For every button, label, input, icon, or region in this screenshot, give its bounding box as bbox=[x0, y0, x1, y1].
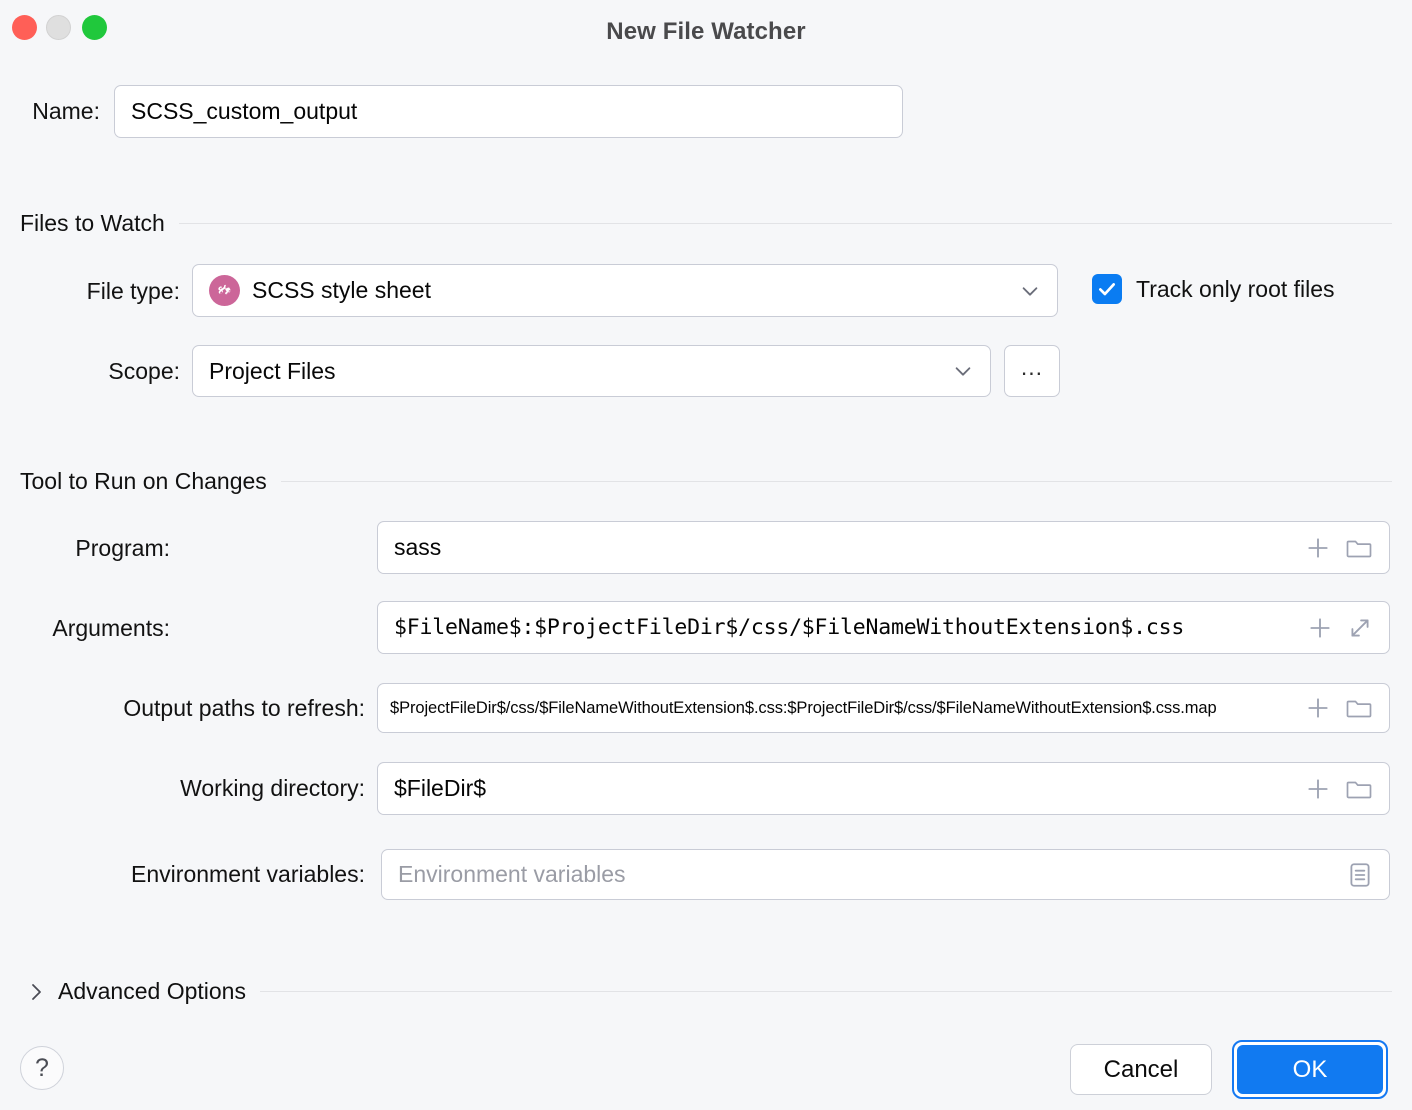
section-divider bbox=[259, 991, 1392, 992]
name-input-value: SCSS_custom_output bbox=[131, 98, 358, 124]
program-input-icons bbox=[1305, 535, 1389, 561]
tool-to-run-section-header: Tool to Run on Changes bbox=[20, 468, 1392, 495]
track-only-root-files-checkbox[interactable]: Track only root files bbox=[1092, 274, 1335, 304]
section-divider bbox=[280, 481, 1392, 482]
folder-icon[interactable] bbox=[1345, 776, 1373, 802]
file-type-select-content: SCSS style sheet bbox=[193, 275, 1019, 306]
working-directory-label: Working directory: bbox=[180, 775, 365, 801]
close-window-button[interactable] bbox=[12, 15, 37, 40]
arguments-input-value: $FileName$:$ProjectFileDir$/css/$FileNam… bbox=[394, 615, 1185, 640]
environment-variables-input[interactable]: Environment variables bbox=[381, 849, 1390, 900]
checkbox-checked-icon bbox=[1092, 274, 1122, 304]
chevron-down-icon bbox=[1019, 280, 1057, 302]
help-button[interactable]: ? bbox=[20, 1046, 64, 1090]
cancel-button[interactable]: Cancel bbox=[1070, 1044, 1212, 1095]
scope-label: Scope: bbox=[108, 358, 180, 384]
file-type-label: File type: bbox=[86, 278, 180, 304]
plus-icon[interactable] bbox=[1307, 615, 1333, 641]
program-input[interactable]: sass bbox=[377, 521, 1390, 574]
title-bar: New File Watcher bbox=[0, 0, 1412, 66]
file-type-select[interactable]: SCSS style sheet bbox=[192, 264, 1058, 317]
advanced-options-section[interactable]: Advanced Options bbox=[28, 978, 1392, 1005]
scope-value: Project Files bbox=[209, 357, 336, 384]
file-type-value: SCSS style sheet bbox=[252, 277, 431, 303]
chevron-right-icon[interactable] bbox=[28, 981, 46, 1003]
maximize-window-button[interactable] bbox=[82, 15, 107, 40]
plus-icon[interactable] bbox=[1305, 695, 1331, 721]
name-input[interactable]: SCSS_custom_output bbox=[114, 85, 903, 138]
output-paths-input-icons bbox=[1305, 695, 1389, 721]
scope-browse-button[interactable]: ... bbox=[1004, 345, 1060, 397]
arguments-input-icons bbox=[1307, 615, 1389, 641]
advanced-options-label: Advanced Options bbox=[58, 978, 246, 1004]
folder-icon[interactable] bbox=[1345, 535, 1373, 561]
tool-to-run-title: Tool to Run on Changes bbox=[20, 468, 267, 494]
program-input-value: sass bbox=[394, 534, 442, 560]
working-directory-input-icons bbox=[1305, 776, 1389, 802]
output-paths-label: Output paths to refresh: bbox=[123, 695, 365, 721]
output-paths-input-value: $ProjectFileDir$/css/$FileNameWithoutExt… bbox=[390, 698, 1217, 717]
scope-select[interactable]: Project Files bbox=[192, 345, 991, 397]
files-to-watch-section-header: Files to Watch bbox=[20, 210, 1392, 237]
arguments-input[interactable]: $FileName$:$ProjectFileDir$/css/$FileNam… bbox=[377, 601, 1390, 654]
folder-icon[interactable] bbox=[1345, 695, 1373, 721]
track-only-root-files-label: Track only root files bbox=[1136, 275, 1335, 302]
output-paths-input[interactable]: $ProjectFileDir$/css/$FileNameWithoutExt… bbox=[377, 683, 1390, 733]
list-document-icon[interactable] bbox=[1347, 861, 1373, 889]
chevron-down-icon bbox=[952, 360, 990, 382]
window-title: New File Watcher bbox=[606, 18, 806, 45]
plus-icon[interactable] bbox=[1305, 776, 1331, 802]
ok-button[interactable]: OK bbox=[1232, 1040, 1388, 1099]
plus-icon[interactable] bbox=[1305, 535, 1331, 561]
minimize-window-button[interactable] bbox=[46, 15, 71, 40]
arguments-label: Arguments: bbox=[52, 615, 170, 641]
section-divider bbox=[178, 223, 1392, 224]
name-label: Name: bbox=[32, 98, 100, 124]
environment-variables-input-icons bbox=[1347, 861, 1389, 889]
ok-button-label: OK bbox=[1237, 1045, 1383, 1094]
working-directory-input[interactable]: $FileDir$ bbox=[377, 762, 1390, 815]
environment-variables-placeholder: Environment variables bbox=[398, 861, 626, 887]
working-directory-input-value: $FileDir$ bbox=[394, 775, 487, 801]
files-to-watch-title: Files to Watch bbox=[20, 210, 165, 236]
scss-file-icon bbox=[209, 275, 240, 306]
program-label: Program: bbox=[75, 535, 170, 561]
expand-icon[interactable] bbox=[1347, 615, 1373, 641]
environment-variables-label: Environment variables: bbox=[131, 861, 365, 887]
